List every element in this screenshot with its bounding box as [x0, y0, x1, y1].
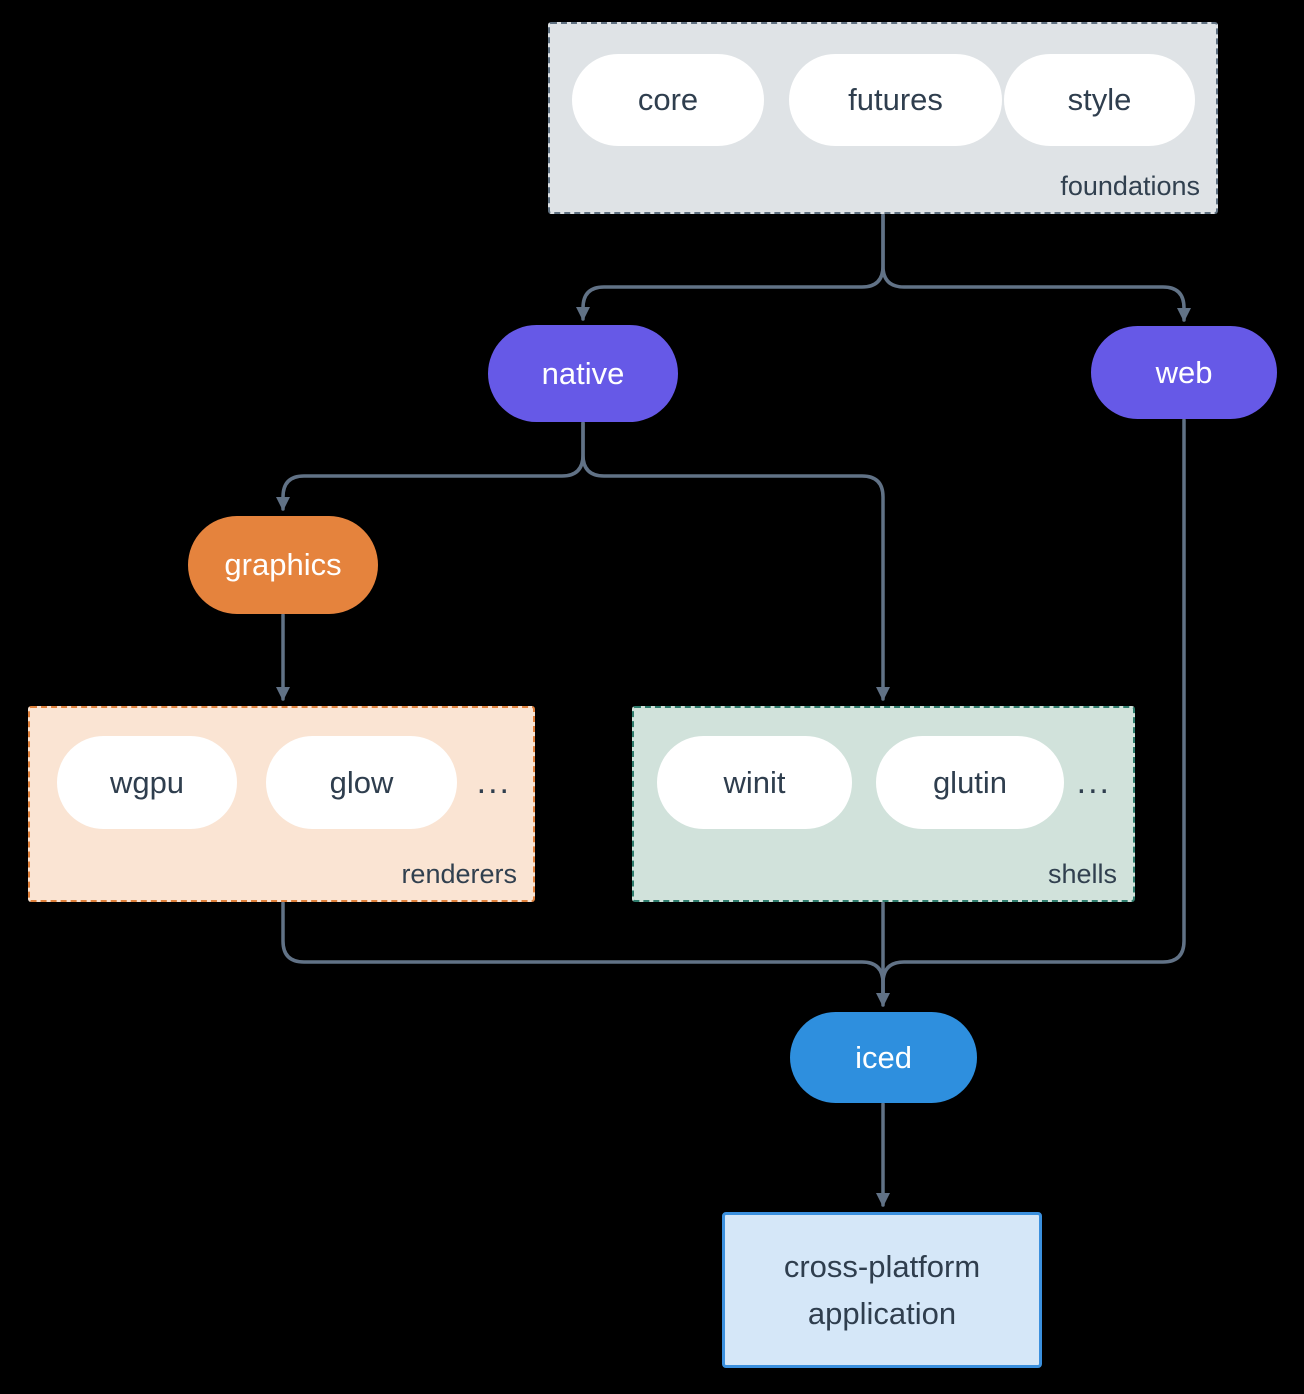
node-graphics: graphics — [188, 516, 378, 614]
node-core: core — [572, 54, 764, 146]
node-web: web — [1091, 326, 1277, 419]
node-wgpu-label: wgpu — [109, 764, 185, 800]
shells-ellipsis: ... — [1076, 763, 1111, 801]
node-glow-label: glow — [329, 764, 394, 800]
node-native-label: native — [541, 355, 625, 391]
node-futures-label: futures — [848, 82, 943, 117]
node-winit: winit — [657, 736, 852, 829]
edge-renderers-iced — [281, 901, 885, 995]
app-label-line1: cross-platform — [783, 1249, 981, 1284]
edge-foundations-native — [576, 213, 885, 321]
renderers-group-label: renderers — [401, 859, 517, 889]
node-iced-label: iced — [855, 1039, 912, 1075]
node-native: native — [488, 325, 678, 422]
node-futures: futures — [789, 54, 1002, 146]
node-glow: glow — [266, 736, 457, 829]
shells-group: winit glutin ... shells — [632, 706, 1135, 902]
node-winit-label: winit — [723, 764, 786, 800]
node-glutin: glutin — [876, 736, 1064, 829]
shells-group-label: shells — [1047, 859, 1117, 889]
node-web-label: web — [1155, 354, 1213, 390]
node-iced: iced — [790, 1012, 977, 1103]
node-core-label: core — [637, 82, 699, 117]
node-graphics-label: graphics — [224, 547, 342, 582]
edge-native-shells — [581, 421, 890, 701]
edge-native-graphics — [276, 421, 585, 511]
node-style-label: style — [1067, 82, 1132, 117]
node-glutin-label: glutin — [932, 764, 1008, 800]
node-style: style — [1004, 54, 1195, 146]
node-cross-platform-application: cross-platform application — [722, 1212, 1042, 1368]
foundations-group: core futures style foundations — [548, 22, 1218, 214]
app-label-line2: application — [807, 1296, 957, 1331]
edge-foundations-web — [881, 213, 1191, 322]
node-wgpu: wgpu — [57, 736, 237, 829]
foundations-group-label: foundations — [1060, 171, 1200, 201]
renderers-ellipsis: ... — [476, 763, 511, 801]
renderers-group: wgpu glow ... renderers — [28, 706, 535, 902]
